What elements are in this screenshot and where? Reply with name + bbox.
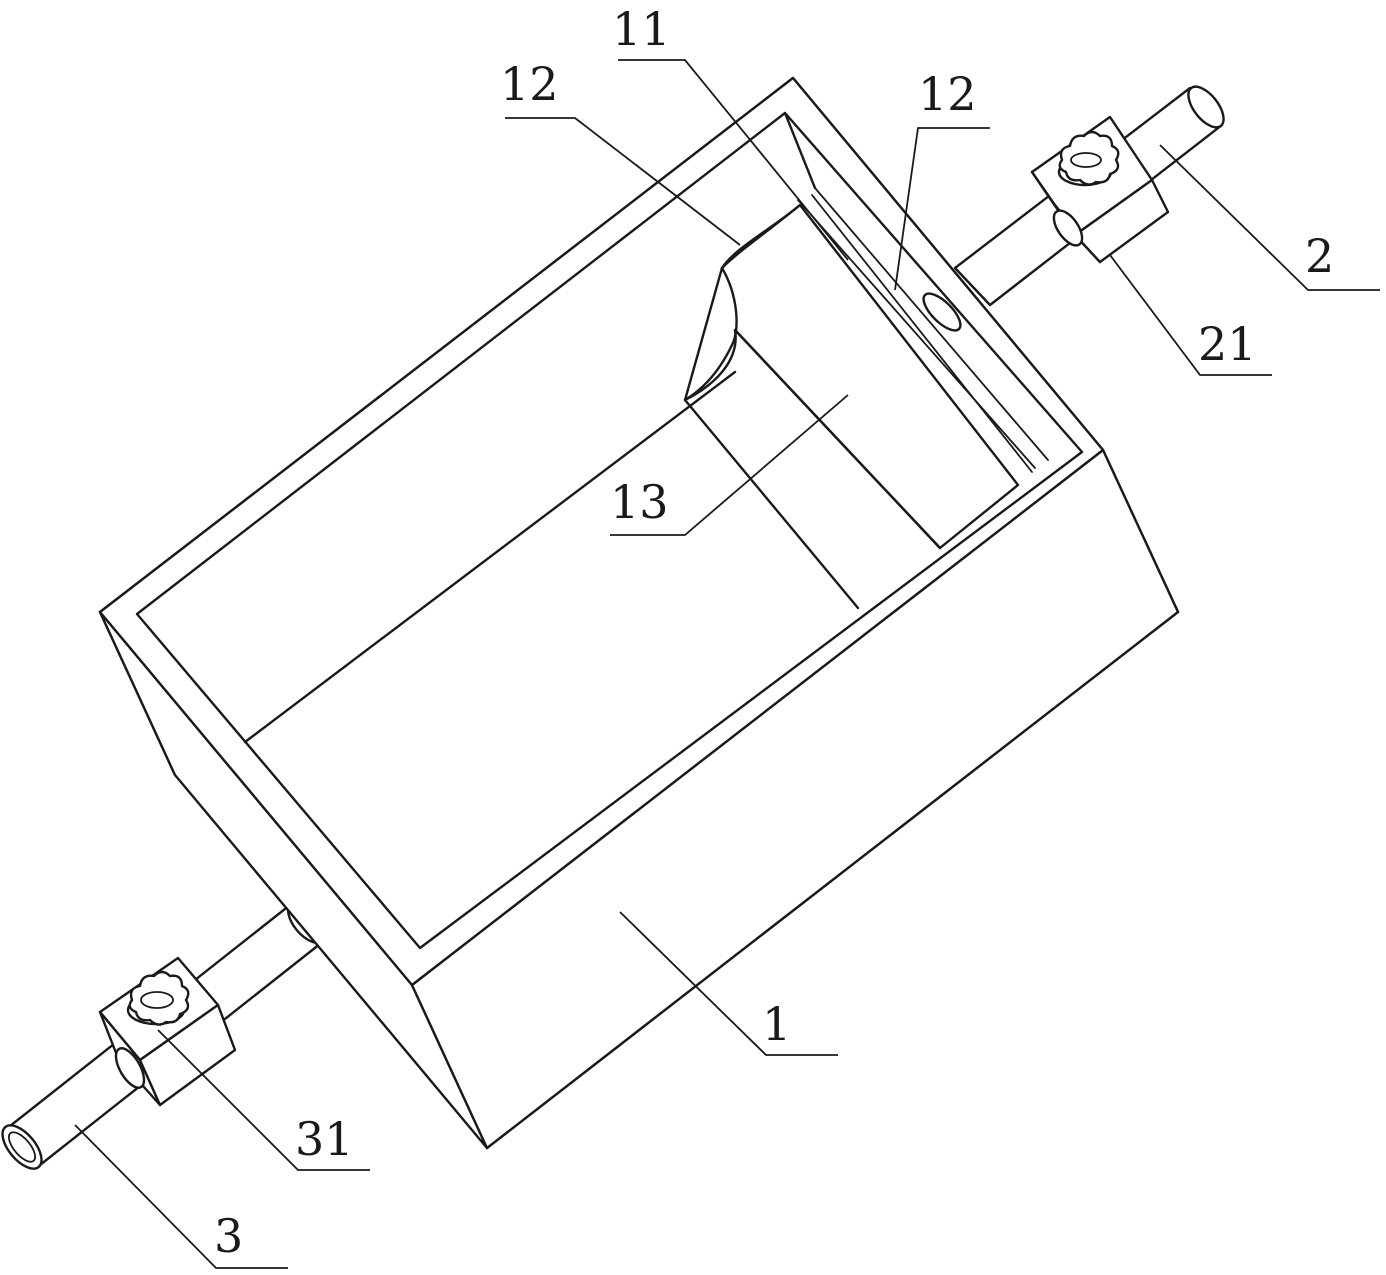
slider-curve-front	[683, 266, 738, 402]
leader-13	[610, 394, 849, 536]
inner-back-edge	[243, 370, 737, 744]
right-clamp-side	[1073, 178, 1170, 264]
label-1: 1	[762, 997, 791, 1051]
label-21: 21	[1198, 317, 1257, 371]
right-clamp-hole	[1052, 209, 1084, 247]
label-12-right: 12	[918, 67, 977, 121]
leader-2	[1159, 144, 1380, 291]
leader-12-left	[505, 117, 741, 246]
leader-31	[157, 1029, 370, 1171]
inner-far-base	[814, 187, 1049, 461]
left-rod-assembly	[1, 899, 328, 1170]
slider-curved-plate	[683, 203, 1020, 550]
label-2: 2	[1305, 229, 1334, 283]
leader-11	[618, 59, 849, 261]
left-rod-end	[1, 1124, 43, 1170]
housing	[98, 76, 1180, 1150]
leader-1	[619, 911, 838, 1056]
slider-edge-2	[683, 398, 860, 610]
slider-curve-top	[720, 203, 802, 270]
side-hole	[922, 292, 962, 332]
label-31: 31	[295, 1112, 354, 1166]
slider-top-edge-2	[811, 194, 1033, 473]
leader-21	[1109, 254, 1272, 376]
leader-lines	[74, 59, 1380, 1269]
slider-top-edge	[799, 204, 1019, 486]
reference-labels: 11 12 12 13 2 21 1 31 3	[214, 2, 1334, 1263]
right-knob-icon[interactable]	[1057, 130, 1120, 187]
left-clamp-hole	[114, 1047, 146, 1089]
right-rod-assembly	[953, 85, 1225, 307]
label-13: 13	[610, 475, 669, 529]
slider-edge-1	[733, 328, 942, 550]
inner-far-corner	[783, 111, 817, 190]
leader-3	[74, 1124, 288, 1269]
label-12-left: 12	[500, 57, 559, 111]
left-clamp-side	[138, 1003, 237, 1107]
label-11: 11	[612, 2, 671, 56]
right-rod-end	[1187, 85, 1225, 129]
left-rod-bore	[8, 1131, 36, 1163]
label-3: 3	[214, 1209, 243, 1263]
left-knob-icon[interactable]	[126, 970, 190, 1026]
leader-12-right	[894, 127, 990, 291]
inner-far-base-2	[797, 199, 1036, 469]
